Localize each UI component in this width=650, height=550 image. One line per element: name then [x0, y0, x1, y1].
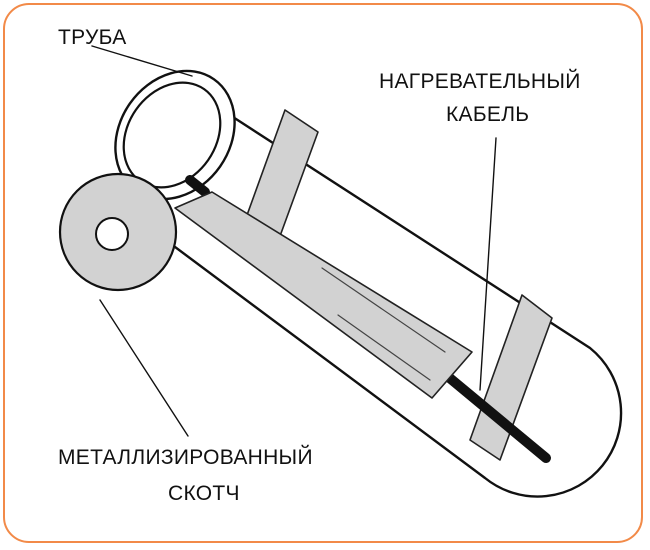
tape-strip [174, 191, 473, 399]
leader-heating-cable [479, 137, 497, 391]
label-tape-line1: МЕТАЛЛИЗИРОВАННЫЙ [58, 446, 313, 469]
tape-band-lower [469, 294, 553, 461]
heating-cable-upper [185, 175, 210, 197]
leader-pipe [91, 45, 193, 77]
tape-strip-crease [321, 267, 446, 381]
heating-cable-lower [435, 365, 551, 463]
label-pipe: ТРУБА [58, 26, 127, 49]
label-heating-cable-line1: НАГРЕВАТЕЛЬНЫЙ [379, 70, 581, 93]
label-tape-line2: СКОТЧ [168, 482, 240, 505]
label-heating-cable-line2: КАБЕЛЬ [446, 103, 530, 126]
tape-roll-core [95, 217, 129, 251]
leader-tape [99, 299, 189, 437]
